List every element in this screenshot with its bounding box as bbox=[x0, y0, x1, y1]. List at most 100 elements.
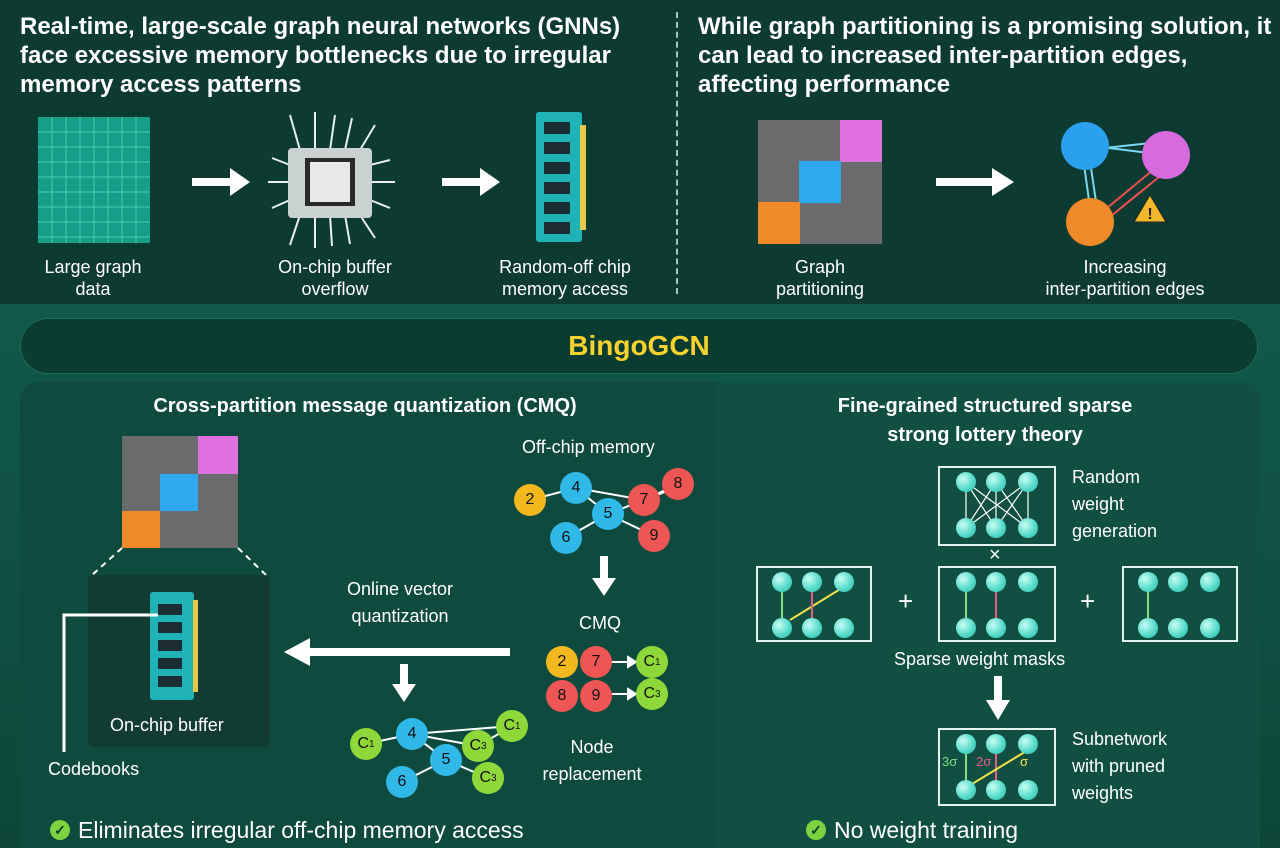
cmq-node: 9 bbox=[580, 680, 612, 712]
sigma-label-3: 3σ bbox=[942, 754, 958, 769]
left-headline: Real-time, large-scale graph neural netw… bbox=[20, 13, 621, 98]
check-icon: ✓ bbox=[50, 820, 70, 840]
arrow-2-icon bbox=[442, 168, 500, 196]
replaced-node: 6 bbox=[386, 766, 418, 798]
cmq-title: Cross-partition message quantization (CM… bbox=[153, 395, 577, 417]
neuron-dot bbox=[956, 618, 976, 638]
chip-icon bbox=[268, 112, 395, 248]
neuron-dot bbox=[1168, 618, 1188, 638]
onchip-buffer-label: On-chip buffer bbox=[110, 715, 224, 735]
svg-text:!: ! bbox=[1147, 206, 1152, 223]
codebooks-label: Codebooks bbox=[48, 759, 140, 779]
sigma-label-2: 2σ bbox=[976, 754, 992, 769]
neuron-dot bbox=[986, 780, 1006, 800]
offchip-node: 7 bbox=[628, 484, 660, 516]
arrow-1-icon bbox=[192, 168, 250, 196]
slt-panel bbox=[716, 382, 1260, 848]
neuron-dot bbox=[1018, 572, 1038, 592]
memory-stick-icon bbox=[536, 112, 586, 242]
subnetwork-box bbox=[938, 728, 1056, 806]
offchip-node: 9 bbox=[638, 520, 670, 552]
cmq-label: CMQ bbox=[579, 613, 621, 633]
cmq-row-arrows bbox=[612, 655, 638, 701]
neuron-dot bbox=[1168, 572, 1188, 592]
neuron-dot bbox=[802, 572, 822, 592]
onchip-memory-icon bbox=[150, 592, 198, 700]
mask-box-1 bbox=[756, 566, 872, 642]
offchip-node: 8 bbox=[662, 468, 694, 500]
neuron-dot bbox=[956, 734, 976, 754]
neuron-dot bbox=[986, 618, 1006, 638]
mask-box-3 bbox=[1122, 566, 1238, 642]
neuron-dot bbox=[1138, 572, 1158, 592]
section-divider bbox=[676, 12, 678, 294]
replaced-node: 4 bbox=[396, 718, 428, 750]
offchip-node: 4 bbox=[560, 472, 592, 504]
neuron-dot bbox=[834, 618, 854, 638]
cmq-node: 8 bbox=[546, 680, 578, 712]
quantization-arrow-icon bbox=[284, 638, 510, 666]
times-symbol: × bbox=[989, 544, 1001, 566]
partition-matrix-icon bbox=[758, 120, 882, 244]
check-icon: ✓ bbox=[806, 820, 826, 840]
neuron-dot bbox=[1018, 472, 1038, 492]
codebook-connector bbox=[62, 613, 158, 752]
neuron-dot bbox=[986, 472, 1006, 492]
random-weight-box bbox=[938, 466, 1056, 546]
neuron-dot bbox=[1200, 572, 1220, 592]
slt-benefit: ✓No weight training bbox=[806, 816, 1018, 844]
slt-down-arrow-icon bbox=[986, 676, 1010, 720]
offchip-node: 5 bbox=[592, 498, 624, 530]
neuron-dot bbox=[772, 618, 792, 638]
neuron-dot bbox=[772, 572, 792, 592]
cmq-benefit: ✓Eliminates irregular off-chip memory ac… bbox=[50, 816, 524, 844]
masks-label: Sparse weight masks bbox=[894, 649, 1066, 669]
neuron-dot bbox=[956, 472, 976, 492]
down-arrow-2-icon bbox=[392, 664, 416, 702]
arrow-3-icon bbox=[936, 168, 1014, 196]
mask-box-2 bbox=[938, 566, 1056, 642]
down-arrow-1-icon bbox=[592, 556, 616, 596]
neuron-dot bbox=[956, 780, 976, 800]
neuron-dot bbox=[1200, 618, 1220, 638]
neuron-dot bbox=[1018, 780, 1038, 800]
neuron-dot bbox=[1018, 518, 1038, 538]
replaced-node: 5 bbox=[430, 744, 462, 776]
cmq-node: 2 bbox=[546, 646, 578, 678]
cmq-node: 7 bbox=[580, 646, 612, 678]
neuron-dot bbox=[1138, 618, 1158, 638]
neuron-dot bbox=[956, 518, 976, 538]
neuron-dot bbox=[956, 572, 976, 592]
banner-title: BingoGCN bbox=[568, 330, 710, 361]
inter-partition-graph-icon: ! bbox=[1061, 122, 1190, 246]
sigma-label-1: σ bbox=[1020, 754, 1029, 769]
offchip-node: 2 bbox=[514, 484, 546, 516]
plus-symbol-2: + bbox=[1080, 586, 1096, 616]
neuron-dot bbox=[1018, 618, 1038, 638]
neuron-dot bbox=[1018, 734, 1038, 754]
bingogcn-banner: BingoGCN bbox=[20, 318, 1258, 374]
right-headline: While graph partitioning is a promising … bbox=[698, 13, 1272, 98]
neuron-dot bbox=[986, 518, 1006, 538]
large-graph-icon bbox=[38, 117, 150, 243]
cmq-partition-matrix bbox=[91, 436, 267, 576]
neuron-dot bbox=[834, 572, 854, 592]
neuron-dot bbox=[986, 734, 1006, 754]
